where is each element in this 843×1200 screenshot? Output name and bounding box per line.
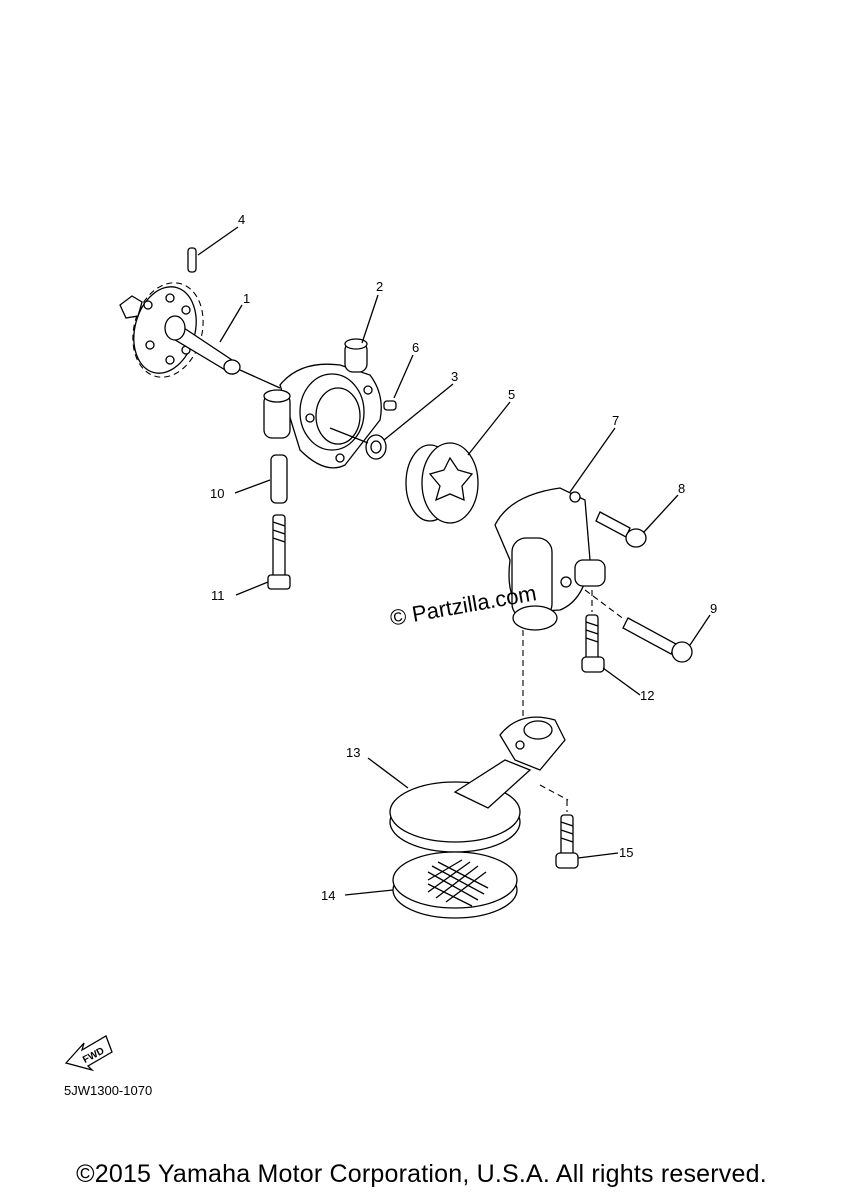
part-12-bolt[interactable] (581, 614, 605, 673)
part-1-shaft-gear[interactable] (119, 275, 241, 385)
callout-9: 9 (710, 601, 717, 616)
part-4-pin[interactable] (187, 247, 197, 273)
callout-5: 5 (508, 387, 515, 402)
callout-8: 8 (678, 481, 685, 496)
part-10-pin[interactable] (270, 454, 288, 504)
callout-1: 1 (243, 291, 250, 306)
callout-7: 7 (612, 413, 619, 428)
callout-14: 14 (321, 888, 335, 903)
part-6-dowel[interactable] (383, 400, 397, 411)
callout-6: 6 (412, 340, 419, 355)
callout-4: 4 (238, 212, 245, 227)
part-5-rotor[interactable] (405, 442, 479, 524)
callout-2: 2 (376, 279, 383, 294)
callout-10: 10 (210, 486, 224, 501)
callout-11: 11 (211, 588, 225, 603)
part-7-pump-cover[interactable] (494, 487, 606, 631)
copyright-notice: ©2015 Yamaha Motor Corporation, U.S.A. A… (76, 1160, 767, 1188)
part-11-bolt[interactable] (267, 514, 291, 590)
part-13-strainer[interactable] (389, 716, 566, 853)
callout-3: 3 (451, 369, 458, 384)
callout-12: 12 (640, 688, 654, 703)
part-15-screw[interactable] (555, 814, 579, 869)
callout-13: 13 (346, 745, 360, 760)
callout-15: 15 (619, 845, 633, 860)
part-2-pump-housing[interactable] (263, 338, 382, 469)
leader-lines (197, 226, 711, 896)
part-8-bolt[interactable] (595, 511, 647, 548)
diagram-code: 5JW1300-1070 (64, 1083, 153, 1098)
part-3-washer[interactable] (365, 434, 387, 460)
part-9-bolt[interactable] (622, 617, 693, 663)
part-14-screen[interactable] (392, 851, 518, 919)
callout-labels: 1 2 3 4 5 6 7 8 9 10 11 12 13 14 15 (210, 212, 717, 903)
fwd-arrow-icon: FWD (64, 1035, 113, 1072)
